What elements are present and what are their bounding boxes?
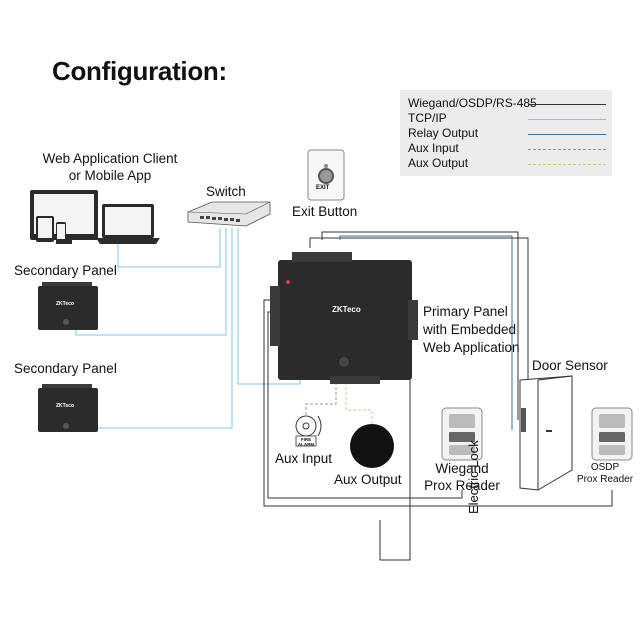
tcpip-wire-primary [237, 228, 301, 385]
legend-line-relay [528, 134, 606, 135]
primary-panel-brand-logo: ZKTeco [332, 305, 361, 314]
legend-line-wiegand [528, 104, 606, 105]
network-switch-icon [187, 201, 271, 227]
wire-wiegand-reader [267, 311, 463, 499]
legend-line-aux-input [528, 149, 606, 150]
primary-panel-device [270, 252, 418, 384]
legend-line-aux-output [528, 164, 606, 165]
aux-input-wires [305, 382, 337, 418]
secondary-panel-2-device [38, 384, 98, 432]
osdp-reader-label: OSDP Prox Reader [572, 462, 638, 486]
tablet-icon [36, 216, 54, 242]
legend-line-tcpip [528, 119, 606, 120]
wiegand-wires [263, 231, 613, 561]
aux-output-wire [345, 382, 373, 428]
aux-output-label: Aux Output [334, 472, 402, 487]
phone-icon [56, 222, 66, 242]
legend: Wiegand/OSDP/RS-485 TCP/IP Relay Output … [400, 90, 612, 176]
wiegand-reader-label-line1: Wiegand [435, 461, 489, 476]
secondary-panel-2-label: Secondary Panel [14, 361, 117, 376]
door-device [519, 375, 573, 491]
primary-panel-label-line2: with Embedded [423, 322, 517, 337]
exit-button-label: Exit Button [292, 204, 358, 219]
osdp-reader-label-line2: Prox Reader [576, 474, 634, 485]
legend-label-wiegand: Wiegand/OSDP/RS-485 [408, 96, 537, 110]
laptop-icon [96, 204, 160, 244]
relay-wire-electric-lock [339, 235, 513, 430]
fire-alarm-text: FIRE ALARM [297, 437, 315, 447]
web-client-label: Web Application Client or Mobile App [20, 150, 200, 184]
legend-label-aux-output: Aux Output [408, 156, 469, 170]
aux-input-label: Aux Input [275, 451, 333, 466]
switch-label: Switch [206, 184, 246, 199]
legend-label-relay: Relay Output [408, 126, 479, 140]
door-sensor-label: Door Sensor [532, 358, 608, 373]
tcpip-wires [75, 228, 301, 432]
secondary-panel-1-device [38, 282, 98, 330]
tcpip-wire-secondary-1 [75, 228, 227, 336]
wire-exit-button [321, 231, 519, 420]
primary-panel-label: Primary Panel with Embedded Web Applicat… [423, 303, 520, 357]
wiegand-reader-device [441, 407, 483, 461]
web-client-label-line2: or Mobile App [68, 168, 152, 183]
page-title: Configuration: [52, 56, 227, 86]
aux-input-wire [305, 382, 337, 418]
fire-alarm-icon [295, 415, 322, 447]
secondary-panel-2-brand-logo: ZKTeco [56, 403, 74, 409]
exit-button-icon [307, 149, 345, 201]
exit-button-text: EXIT [316, 185, 330, 191]
wire-door-sensor [309, 237, 529, 380]
osdp-reader-device [591, 407, 633, 461]
wiegand-reader-label-line2: Prox Reader [424, 478, 500, 493]
legend-label-tcpip: TCP/IP [408, 111, 447, 125]
wire-osdp-reader [263, 299, 613, 507]
wire-reader-extra [379, 380, 411, 561]
primary-panel-label-line3: Web Application [423, 340, 520, 355]
tcpip-wire-secondary-2 [75, 228, 233, 432]
secondary-panel-1-label: Secondary Panel [14, 263, 117, 278]
wiegand-reader-label: Wiegand Prox Reader [414, 460, 510, 494]
tcpip-wire-client [117, 228, 221, 268]
legend-label-aux-input: Aux Input [408, 141, 459, 155]
aux-output-wires [345, 382, 373, 428]
relay-wires [339, 235, 513, 430]
secondary-panel-1-brand-logo: ZKTeco [56, 301, 74, 307]
primary-panel-label-line1: Primary Panel [423, 304, 508, 319]
aux-output-device [350, 424, 394, 468]
web-client-label-line1: Web Application Client [42, 151, 178, 166]
osdp-reader-label-line1: OSDP [590, 462, 620, 473]
